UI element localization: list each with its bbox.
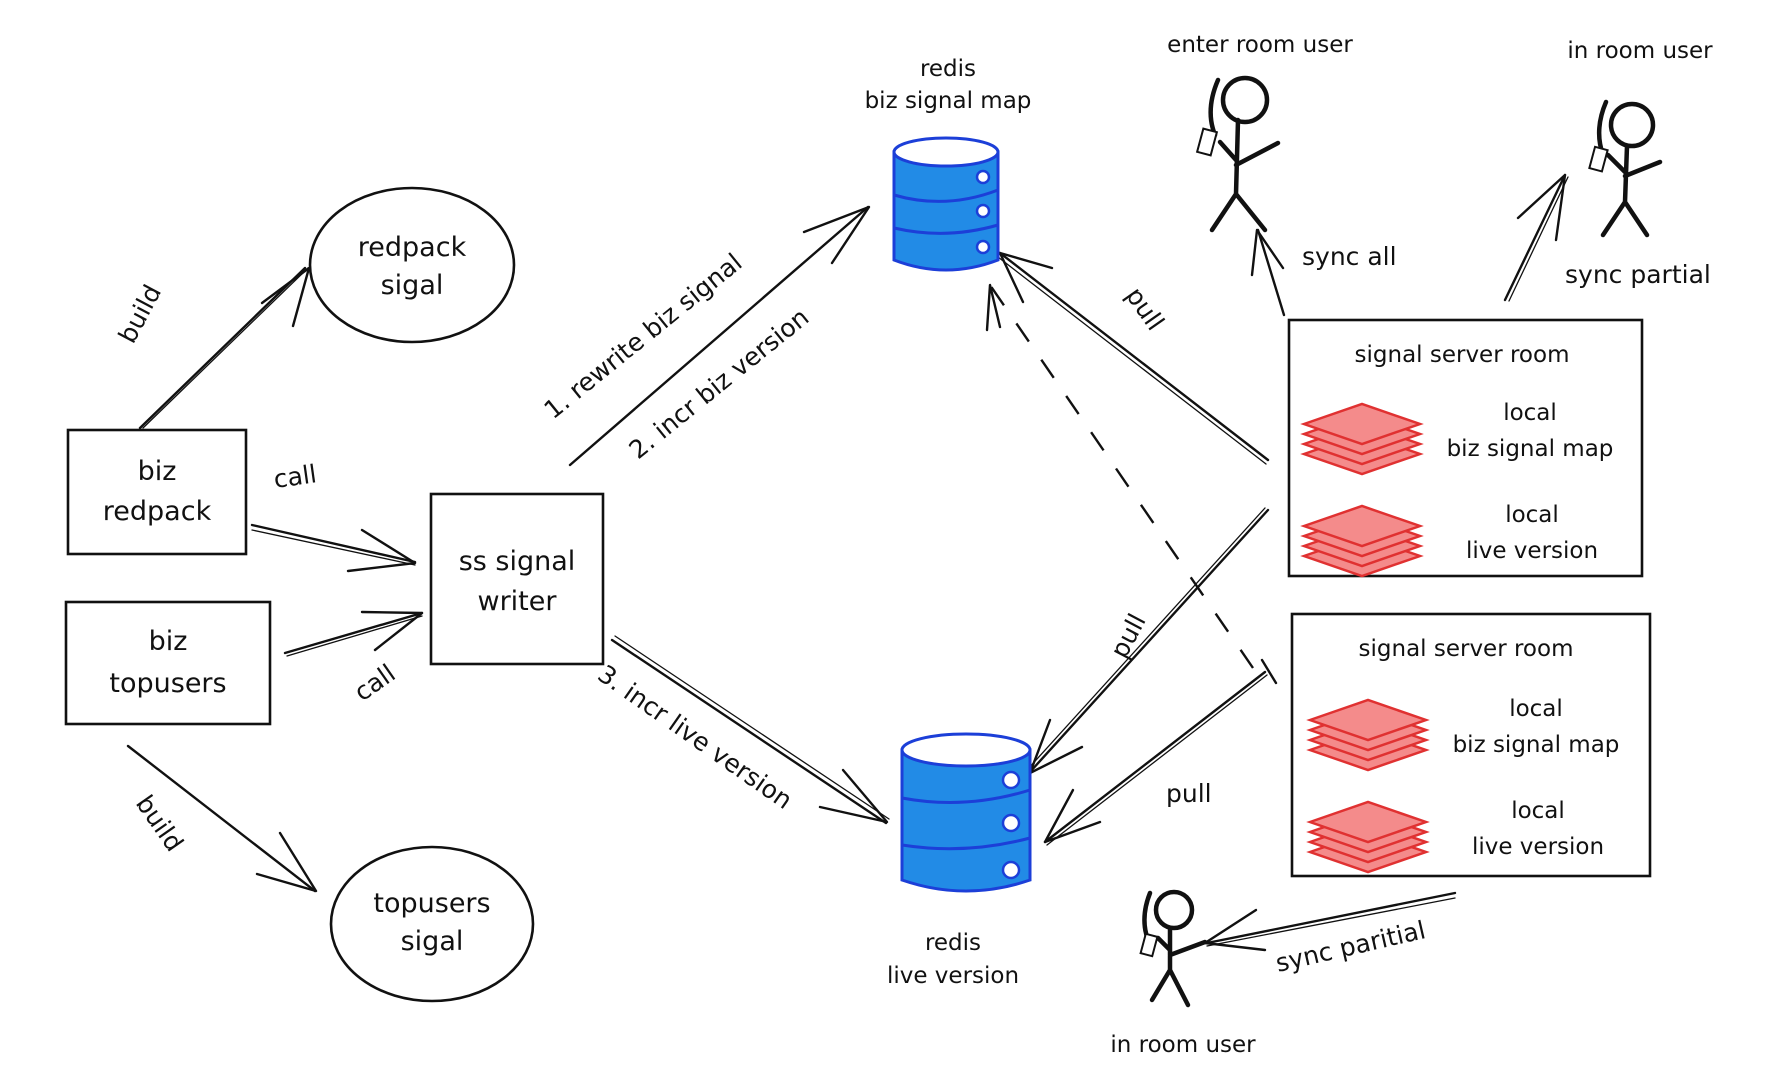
edge-sync-all: sync all <box>1250 228 1397 317</box>
edge-label-sync-partial: sync partial <box>1565 260 1711 289</box>
edge-label-build: build <box>113 280 167 348</box>
room-title: signal server room <box>1359 636 1574 662</box>
edge-writer-to-redis-biz: 1. rewrite biz signal 2. incr biz versio… <box>539 205 871 467</box>
actor-label: in room user <box>1110 1032 1256 1058</box>
node-label: redpack <box>358 232 467 263</box>
node-label: redis <box>920 56 976 82</box>
node-biz-redpack[interactable]: biz redpack <box>66 428 248 556</box>
node-label: biz <box>138 456 177 487</box>
edge-pull-room2-to-redis-live: pull <box>1043 670 1268 846</box>
edge-sync-partial-top: sync partial <box>1503 173 1711 302</box>
edge-label-build: build <box>130 790 189 857</box>
node-label: biz signal map <box>865 88 1032 114</box>
item-label: biz signal map <box>1453 732 1620 758</box>
edge-label-pull: pull <box>1105 609 1152 663</box>
edge-build-topusers: build <box>126 744 318 893</box>
item-label: local <box>1505 502 1559 528</box>
node-signal-server-room-1[interactable]: signal server room local biz signal map … <box>1287 318 1644 578</box>
node-label: ss signal <box>459 546 576 577</box>
edge-label-pull: pull <box>1120 282 1170 336</box>
edge-call-redpack: call <box>250 459 417 573</box>
node-label: live version <box>887 963 1019 989</box>
node-label: sigal <box>401 926 464 957</box>
node-ss-signal-writer[interactable]: ss signal writer <box>429 492 605 666</box>
node-label: topusers <box>373 888 490 919</box>
node-label: redis <box>925 930 981 956</box>
item-label: live version <box>1466 538 1598 564</box>
node-redis-live-version[interactable]: redis live version <box>887 732 1032 989</box>
actor-in-room-user-bottom[interactable]: in room user <box>1110 889 1256 1058</box>
edge-sync-paritial-bottom: sync paritial <box>1203 891 1457 978</box>
actor-label: enter room user <box>1167 32 1353 58</box>
database-icon <box>900 732 1032 893</box>
edge-label-pull: pull <box>1166 779 1212 808</box>
actor-in-room-user-top[interactable]: in room user <box>1567 38 1713 238</box>
node-label: sigal <box>381 270 444 301</box>
stick-figure-icon <box>1195 75 1281 233</box>
stick-figure-icon <box>1588 99 1663 238</box>
node-label: writer <box>478 586 558 617</box>
node-label: topusers <box>109 668 226 699</box>
item-label: local <box>1511 798 1565 824</box>
edge-label-call: call <box>349 659 401 707</box>
actor-enter-room-user[interactable]: enter room user <box>1167 32 1353 233</box>
database-icon <box>892 136 1000 272</box>
edge-pull-room1-to-redis-biz: pull <box>997 251 1270 465</box>
edge-label-sync-all: sync all <box>1302 242 1397 271</box>
node-signal-server-room-2[interactable]: signal server room local biz signal map … <box>1290 612 1652 878</box>
node-label: biz <box>149 626 188 657</box>
node-redpack-signal[interactable]: redpack sigal <box>308 186 516 344</box>
node-biz-topusers[interactable]: biz topusers <box>64 600 272 726</box>
room-title: signal server room <box>1355 342 1570 368</box>
edge-label-call: call <box>272 459 319 494</box>
edge-call-topusers: call <box>283 610 424 707</box>
stick-figure-icon <box>1139 889 1208 1008</box>
edge-dashed-room2-to-redis-biz <box>985 283 1278 685</box>
actor-label: in room user <box>1567 38 1713 64</box>
item-label: biz signal map <box>1447 436 1614 462</box>
edge-pull-room1-to-redis-live: pull <box>1026 507 1270 775</box>
edge-build-redpack: build <box>113 266 311 430</box>
edge-writer-to-redis-live: 3. incr live version <box>593 635 890 825</box>
node-redis-biz-signal-map[interactable]: redis biz signal map <box>865 56 1032 272</box>
item-label: live version <box>1472 834 1604 860</box>
item-label: local <box>1503 400 1557 426</box>
item-label: local <box>1509 696 1563 722</box>
node-topusers-signal[interactable]: topusers sigal <box>329 845 535 1003</box>
node-label: redpack <box>103 496 212 527</box>
